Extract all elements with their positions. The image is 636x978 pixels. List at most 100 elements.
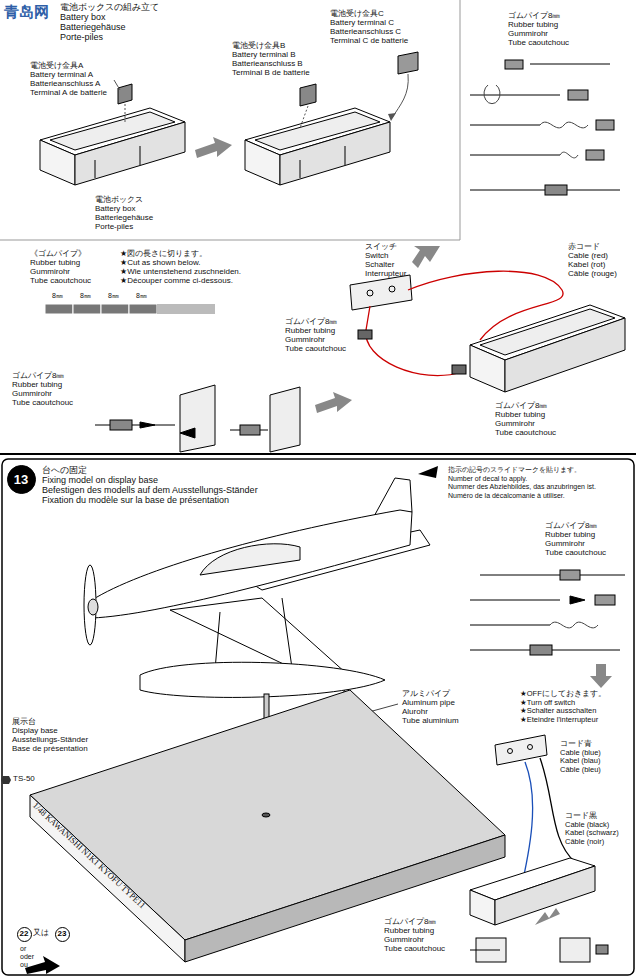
dimension: 8㎜ <box>52 292 63 299</box>
dimension: 8㎜ <box>80 292 91 299</box>
part-label: 電池ボックス <box>95 196 143 204</box>
part-label: Tube caoutchouc <box>495 429 556 437</box>
part-label: スイッチ <box>365 243 397 251</box>
part-label: ゴムパイプ8㎜ <box>545 522 597 530</box>
part-label: Gummirohr <box>545 540 585 548</box>
part-label: 電池受け金具A <box>30 62 83 70</box>
instruction-note: Nummer des Abziehbildes, das anzubringen… <box>448 483 596 490</box>
part-label: Gummirohr <box>12 390 52 398</box>
part-label: アルミパイプ <box>402 690 450 698</box>
part-label: Tube caoutchouc <box>12 399 73 407</box>
part-label: コード黒 <box>565 812 597 820</box>
callout-number: 22 <box>17 927 32 942</box>
step-number: 13 <box>7 465 36 494</box>
instruction-note: 指示の記号のスライドマークを貼ります。 <box>448 466 581 473</box>
part-label: Batterieanschluss A <box>30 80 100 88</box>
step-title: Fixing model on display base <box>42 476 158 485</box>
part-label: 赤コード <box>568 243 600 251</box>
instruction-note: ★Cut as shown below. <box>120 259 201 267</box>
part-label: ゴムパイプ8㎜ <box>12 372 64 380</box>
part-label: Gummirohr <box>285 336 325 344</box>
part-label: Batteriegehäuse <box>95 214 153 222</box>
conjunction: ou <box>20 961 28 968</box>
callout-number: 23 <box>55 927 70 942</box>
part-label: Porte-piles <box>95 223 133 231</box>
part-label: Tube caoutchouc <box>545 549 606 557</box>
part-label: Tube caoutchouc <box>30 277 91 285</box>
part-label: Câble (rouge) <box>568 270 617 278</box>
paint-code: TS-50 <box>13 775 35 783</box>
number-text: 13 <box>14 473 28 486</box>
part-label: Kabel (blau) <box>560 757 600 765</box>
part-label: Aluminum pipe <box>402 699 455 707</box>
part-label: Rubber tubing <box>30 259 80 267</box>
step-title: Batteriegehäuse <box>60 23 126 32</box>
part-label: コード青 <box>560 740 592 748</box>
part-label: ゴムパイプ8㎜ <box>495 402 547 410</box>
part-label: Rubber tubing <box>495 411 545 419</box>
part-label: Display base <box>12 727 58 735</box>
part-label: Base de présentation <box>12 745 88 753</box>
part-label: Cable (blue) <box>560 749 601 757</box>
part-label: Rubber tubing <box>508 21 558 29</box>
dimension: 8㎜ <box>136 292 147 299</box>
conjunction: 又は <box>33 929 49 937</box>
instruction-note: ★図の長さに切ります。 <box>120 250 207 258</box>
part-label: Batterieanschluss B <box>232 60 303 68</box>
part-label: Tube caoutchouc <box>508 39 569 47</box>
part-label: Rubber tubing <box>384 927 434 935</box>
part-label: Tube caoutchouc <box>285 345 346 353</box>
instruction-note: ★OFFにしておきます。 <box>520 690 606 698</box>
part-label: Alurohr <box>402 708 428 716</box>
number-text: 22 <box>20 930 29 938</box>
part-label: Interrupteur <box>365 270 406 278</box>
step-title: 台への固定 <box>42 466 87 475</box>
part-label: 《ゴムパイプ》 <box>30 250 86 258</box>
part-label: Battery terminal B <box>232 51 296 59</box>
instruction-note: Numéro de la décalcomanie à utiliser. <box>448 492 565 499</box>
instruction-note: ★Turn off switch <box>520 699 575 707</box>
part-label: Ausstellungs-Ständer <box>12 736 88 744</box>
part-label: Câble (bleu) <box>560 766 601 774</box>
part-label: Câble (noir) <box>565 838 604 846</box>
part-label: Terminal C de batterie <box>330 37 408 45</box>
part-label: 展示台 <box>12 718 36 726</box>
part-label: 電池受け金具B <box>232 42 285 50</box>
step-title: Fixation du modèle sur la base de présen… <box>42 496 229 505</box>
part-label: Gummirohr <box>495 420 535 428</box>
conjunction: or <box>20 945 26 952</box>
part-label: Battery box <box>95 205 135 213</box>
part-label: Kabel (rot) <box>568 261 605 269</box>
part-label: Terminal B de batterie <box>232 69 310 77</box>
instruction-note: ★Eteindre l'interrupteur <box>520 716 598 724</box>
part-label: Gummirohr <box>508 30 548 38</box>
part-label: Kabel (schwarz) <box>565 829 619 837</box>
instruction-note: ★Découper comme ci-dessous. <box>120 277 233 285</box>
part-label: Cable (black) <box>565 821 609 829</box>
part-label: Rubber tubing <box>12 381 62 389</box>
step-title: Porte-piles <box>60 33 103 42</box>
part-label: Tube aluminium <box>402 717 459 725</box>
number-text: 23 <box>58 930 67 938</box>
base-plate-text: 1/48 KAWANISHI N1K1 KYOFU TYPE11 <box>31 801 147 910</box>
part-label: Schalter <box>365 261 394 269</box>
part-label: Battery terminal C <box>330 19 394 27</box>
part-label: ゴムパイプ8㎜ <box>384 918 436 926</box>
part-label: 電池受け金具C <box>330 10 384 18</box>
conjunction: oder <box>20 953 34 960</box>
part-label: ゴムパイプ8㎜ <box>285 318 337 326</box>
instruction-note: Number of decal to apply. <box>448 475 527 482</box>
part-label: Gummirohr <box>30 268 70 276</box>
watermark: 青岛网 <box>4 4 49 20</box>
part-label: ゴムパイプ8㎜ <box>508 12 560 20</box>
dimension: 8㎜ <box>108 292 119 299</box>
part-label: Rubber tubing <box>285 327 335 335</box>
part-label: Rubber tubing <box>545 531 595 539</box>
part-label: Gummirohr <box>384 936 424 944</box>
part-label: Tube caoutchouc <box>384 945 445 953</box>
part-label: Cable (red) <box>568 252 608 260</box>
part-label: Batterieanschluss C <box>330 28 401 36</box>
step-title: Befestigen des modells auf dem Ausstellu… <box>42 486 258 495</box>
instruction-note: ★Wie untenstehend zuschneiden. <box>120 268 241 276</box>
step-title: Battery box <box>60 13 106 22</box>
